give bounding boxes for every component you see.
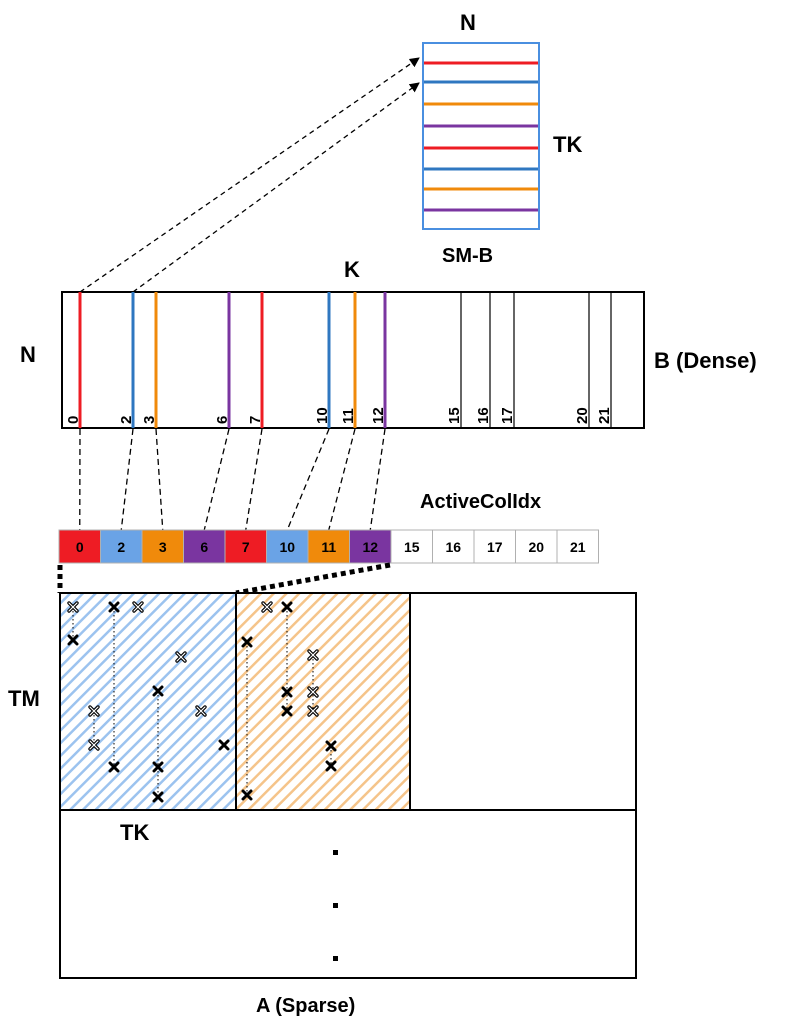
a-tile-orange [235,592,411,811]
b-column-index-label: 21 [596,407,613,424]
active-col-idx-cell [473,529,516,564]
b-column-index-label: 3 [141,416,158,424]
b-border [61,291,645,429]
active-col-idx-cell [515,529,558,564]
active-col-idx-cell [390,529,433,564]
active-col-idx-value: 15 [404,539,420,555]
active-col-idx-cell [556,529,599,564]
column-mapping-line [245,428,263,531]
nonzero-mark [152,791,164,803]
nonzero-mark [281,705,293,717]
column-mapping-line [155,428,164,531]
active-col-idx-value: 10 [279,539,295,555]
a-tile-blue [59,592,237,811]
arrow-col0-to-smb [79,57,420,293]
nonzero-mark [241,636,253,648]
active-col-idx-cell [432,529,475,564]
ellipsis-dot-2 [333,903,338,908]
nonzero-mark [108,761,120,773]
active-col-idx-cell [183,529,226,564]
nonzero-mark [152,685,164,697]
a-tm-label: TM [8,686,40,711]
nonzero-mark-outline [132,601,144,613]
nonzero-mark [67,634,79,646]
b-column-index-label: 7 [247,416,264,424]
smb-tk-label: TK [553,132,582,157]
nonzero-mark-outline [307,686,319,698]
b-column-index-label: 10 [314,407,331,424]
smb-name-label: SM-B [442,245,493,267]
a-name-label: A (Sparse) [256,995,355,1017]
smb-border [422,42,540,230]
nonzero-mark [325,760,337,772]
nonzero-mark [325,740,337,752]
active-col-idx-value: 12 [362,539,378,555]
nonzero-mark-outline [307,649,319,661]
column-mapping-line [286,428,330,531]
ellipsis-dot-3 [333,956,338,961]
active-col-idx-value: 0 [76,539,84,555]
column-mapping-line [328,428,356,531]
a-matrix [59,592,637,979]
b-column-index-label: 16 [475,407,492,424]
nonzero-mark-outline [88,739,100,751]
b-column-index-label: 12 [370,407,387,424]
active-col-idx-value: 16 [445,539,461,555]
b-column-index-label: 11 [340,408,357,424]
b-column-index-label: 20 [574,407,591,424]
active-col-idx-value: 2 [117,539,125,555]
column-mapping-line [120,428,134,531]
nonzero-mark [281,601,293,613]
b-n-label: N [20,342,36,367]
b-name-label: B (Dense) [654,348,757,373]
nonzero-mark-outline [88,705,100,717]
active-col-idx-value: 17 [487,539,503,555]
active-col-idx-cell [349,529,392,564]
b-column-index-label: 6 [214,416,231,424]
active-col-idx-cell [141,529,184,564]
nonzero-mark [108,601,120,613]
active-col-idx-value: 20 [528,539,544,555]
active-col-idx-value: 6 [200,539,208,555]
active-col-idx-value: 21 [570,539,586,555]
nonzero-mark [281,686,293,698]
b-column-index-label: 0 [65,416,82,424]
ellipsis-dot-1 [333,850,338,855]
nonzero-mark [152,761,164,773]
active-col-idx-value: 3 [159,539,167,555]
active-col-idx-cell [100,529,143,564]
active-col-idx-cell [224,529,267,564]
active-col-idx-cell [307,529,350,564]
nonzero-mark-outline [195,705,207,717]
a-tk-label: TK [120,820,149,845]
column-mapping-lines [79,428,386,531]
b-column-index-label: 15 [446,407,463,424]
b-column-index-label: 17 [499,407,516,424]
nonzero-mark [218,739,230,751]
nonzero-mark [241,789,253,801]
smb-n-label: N [460,10,476,35]
nonzero-mark-outline [307,705,319,717]
arrow-col2-to-smb [132,82,420,293]
active-col-idx-label: ActiveColIdx [420,491,541,513]
smb-rows [424,61,538,212]
b-column-index-label: 2 [118,416,135,424]
nonzero-mark-outline [175,651,187,663]
active-col-idx-array: 0 2 3 6 7 10 11 12 15 16 17 20 21 [58,529,599,564]
tile-bracket-right [235,562,391,596]
active-col-idx-value: 7 [242,539,250,555]
b-k-label: K [344,257,360,282]
active-col-idx-value: 11 [321,539,336,555]
a-nonzero-marks [67,601,337,803]
nonzero-mark-outline [67,601,79,613]
nonzero-mark-outline [261,601,273,613]
smb-matrix [422,42,540,230]
column-mapping-line [203,428,230,531]
column-mapping-line [369,428,386,531]
active-col-idx-cell [58,529,101,564]
